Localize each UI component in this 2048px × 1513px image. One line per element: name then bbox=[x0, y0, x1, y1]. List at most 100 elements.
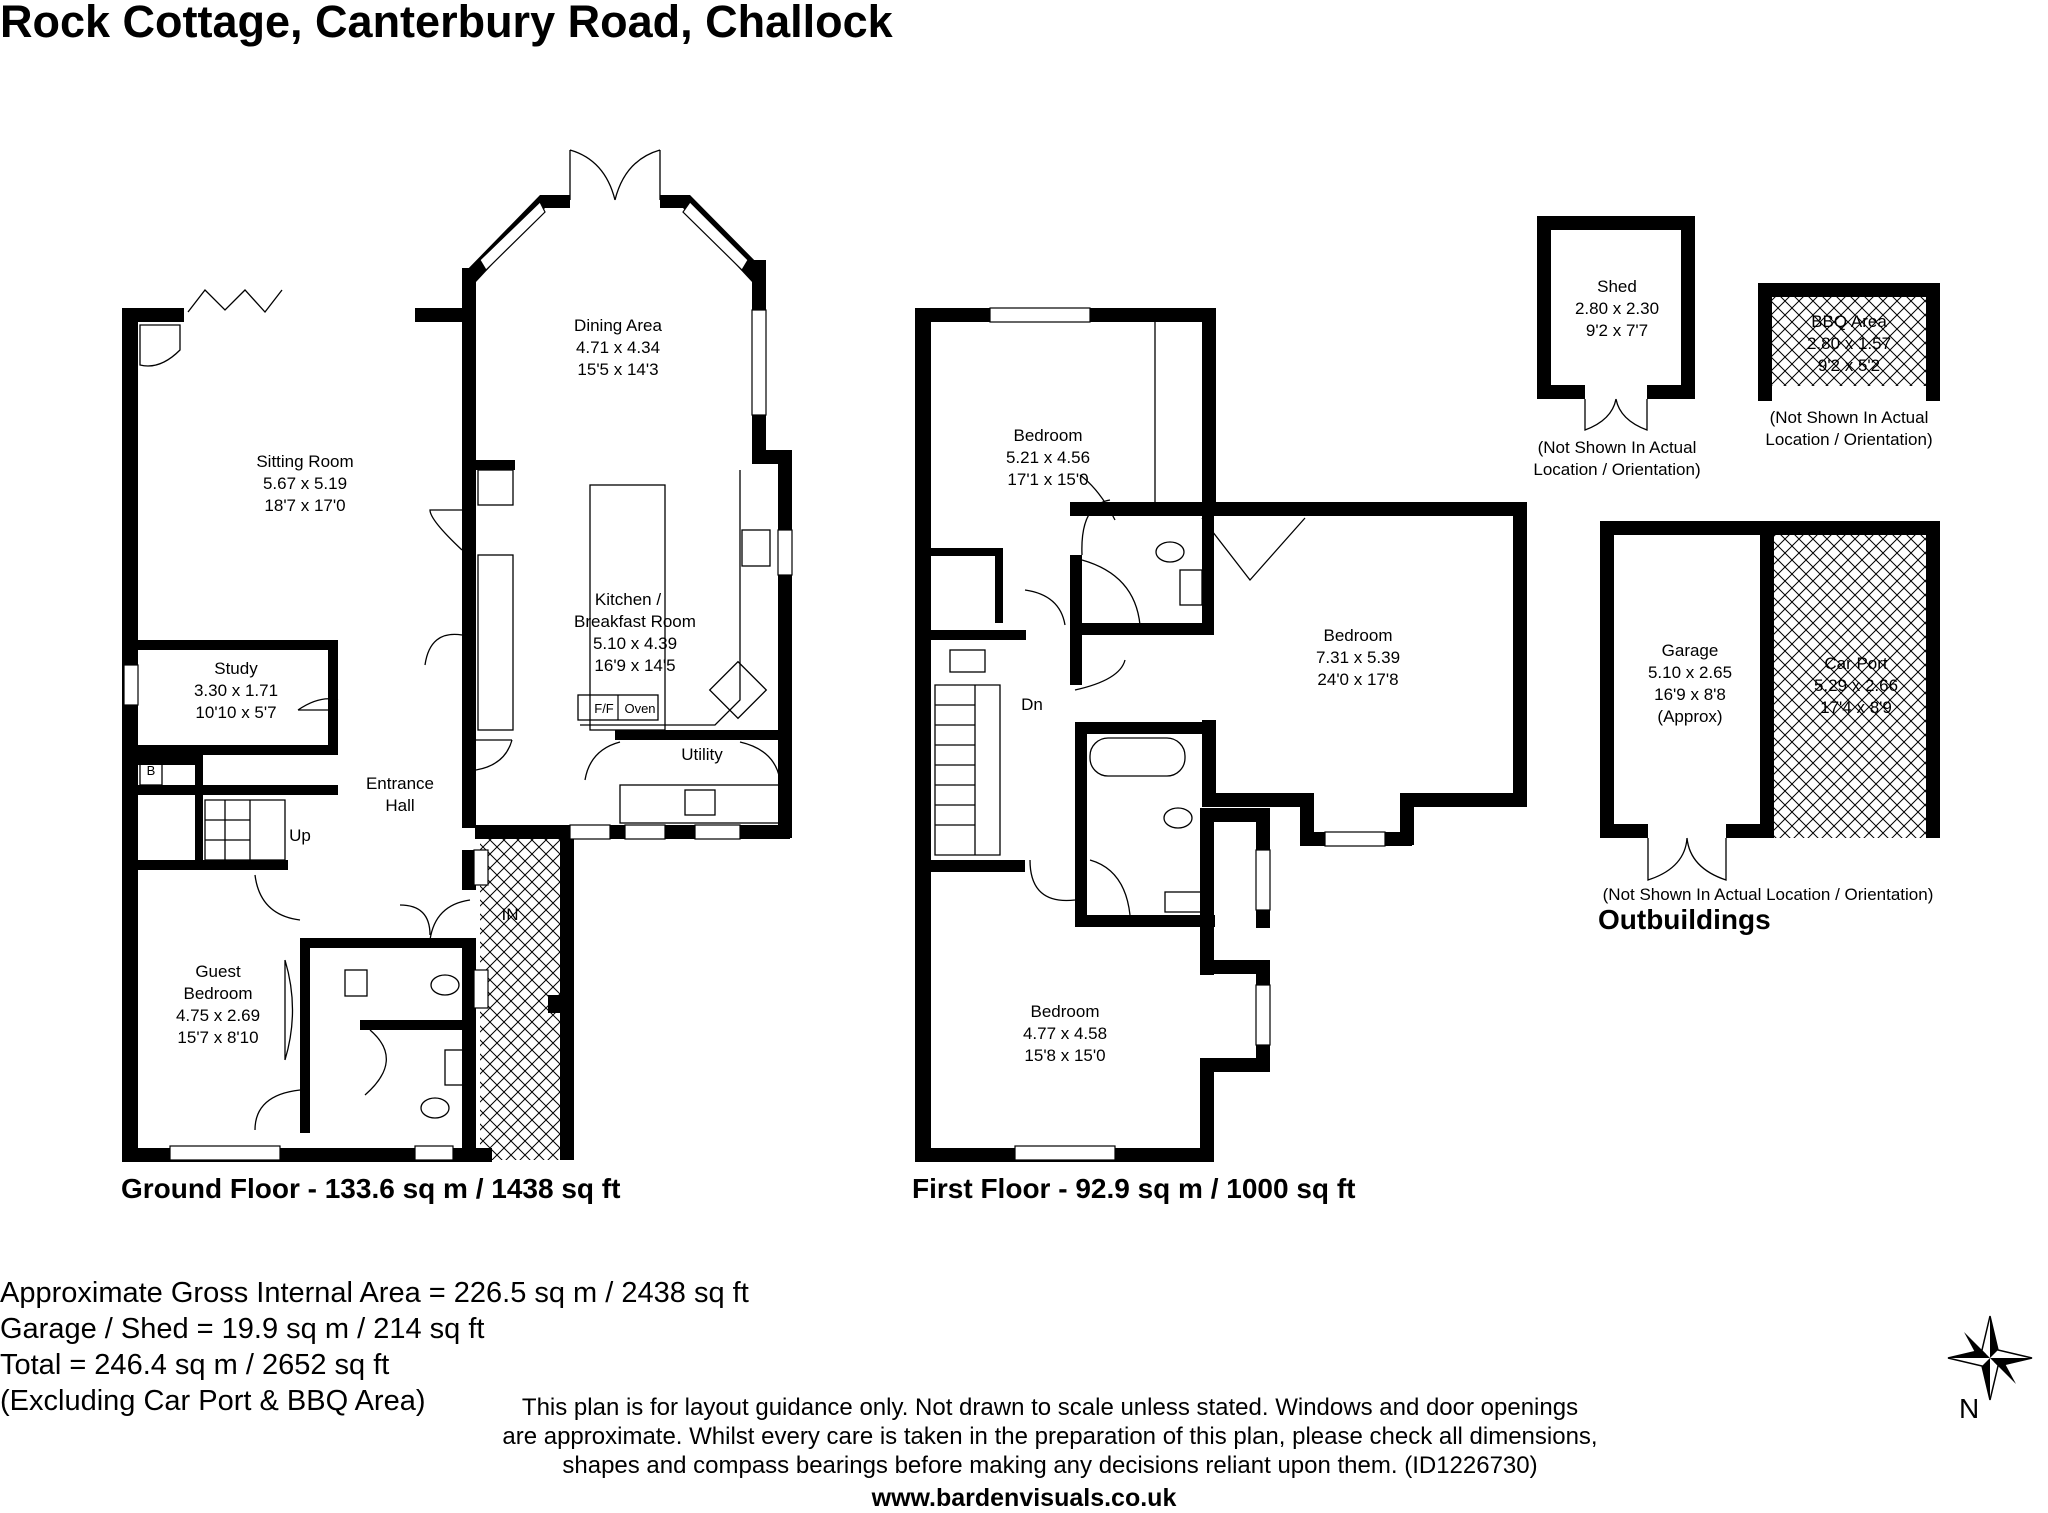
guest-north-wall bbox=[138, 860, 288, 870]
gf-north-wall-a bbox=[122, 308, 184, 322]
oven-label: Oven bbox=[624, 701, 655, 716]
shed-note-2: Location / Orientation) bbox=[1533, 460, 1700, 479]
garage-doors bbox=[1647, 837, 1727, 881]
bbq-metric: 2.80 x 1.57 bbox=[1807, 334, 1891, 353]
ff-west-wall bbox=[915, 308, 931, 1160]
wc-south-wall bbox=[360, 1020, 475, 1030]
hall-door-kitchen bbox=[475, 739, 513, 771]
bedroom-2-metric: 7.31 x 5.39 bbox=[1316, 648, 1400, 667]
ensuite-south-wall bbox=[1070, 623, 1210, 635]
bbq-north-wall bbox=[1758, 283, 1940, 297]
bath-basin-ff bbox=[1164, 891, 1204, 913]
ff-bed2-north-wall bbox=[1202, 502, 1527, 516]
wc-west-wall bbox=[300, 938, 310, 1133]
bay-window-left bbox=[479, 201, 546, 271]
guest-bedroom-name-2: Bedroom bbox=[184, 984, 253, 1003]
entry-post bbox=[548, 995, 560, 1013]
kitchen-metric: 5.10 x 4.39 bbox=[593, 634, 677, 653]
first-floor-plan bbox=[915, 307, 1527, 1162]
dining-area-imperial: 15'5 x 14'3 bbox=[577, 360, 658, 379]
guest-bedroom-imperial: 15'7 x 8'10 bbox=[177, 1028, 258, 1047]
bed3-east-bay-s bbox=[1200, 1058, 1270, 1072]
landing-post bbox=[1070, 635, 1082, 685]
hall-name-1: Entrance bbox=[366, 774, 434, 793]
ff-landing-box bbox=[949, 649, 986, 673]
shed-metric: 2.80 x 2.30 bbox=[1575, 299, 1659, 318]
kitchen-side-units bbox=[477, 554, 514, 731]
bath-east-ext bbox=[1200, 808, 1270, 822]
garage-south-wall-b bbox=[1726, 824, 1774, 838]
up-label: Up bbox=[289, 826, 311, 845]
utility-sink bbox=[684, 789, 716, 816]
bed3-window bbox=[1014, 1145, 1116, 1161]
garage-imperial: 16'9 x 8'8 bbox=[1654, 685, 1726, 704]
bbq-note-1: (Not Shown In Actual bbox=[1770, 408, 1929, 427]
landing-wall bbox=[931, 630, 1026, 640]
compass-north-label: N bbox=[1959, 1393, 1980, 1424]
bed1-cupboard-wall bbox=[931, 548, 1001, 556]
guest-bedroom-metric: 4.75 x 2.69 bbox=[176, 1006, 260, 1025]
compass-icon bbox=[1947, 1315, 2033, 1401]
bay-window-right bbox=[682, 201, 749, 271]
gf-rear-window-3 bbox=[694, 824, 741, 840]
ensuite-toilet bbox=[1155, 541, 1185, 563]
bbq-hatch bbox=[1770, 296, 1935, 386]
website-link[interactable]: www.bardenvisuals.co.uk bbox=[871, 1484, 1177, 1512]
area-summary: Approximate Gross Internal Area = 226.5 … bbox=[0, 1275, 749, 1419]
ff-staircase bbox=[934, 684, 1001, 856]
disclaimer-line-1: This plan is for layout guidance only. N… bbox=[521, 1394, 1579, 1421]
bed3-north-wall bbox=[915, 860, 1025, 872]
carport-north-wall bbox=[1774, 521, 1939, 535]
area-line-gross: Approximate Gross Internal Area = 226.5 … bbox=[0, 1277, 749, 1309]
stair-side-wall bbox=[195, 750, 203, 865]
outbuildings-label: Outbuildings bbox=[1598, 904, 1771, 935]
carport-hatch bbox=[1774, 528, 1939, 838]
ff-bed1-window bbox=[989, 307, 1091, 323]
guest-window bbox=[169, 1145, 281, 1161]
study-south-wall bbox=[138, 745, 338, 755]
bbq-name: BBQ Area bbox=[1811, 312, 1887, 331]
dining-east-window bbox=[751, 309, 767, 416]
kitchen-name-2: Breakfast Room bbox=[574, 612, 696, 631]
bath-window bbox=[414, 1145, 454, 1161]
carport-name: Car Port bbox=[1824, 654, 1888, 673]
study-door bbox=[297, 698, 339, 711]
outbuildings-plan bbox=[1537, 216, 1940, 881]
dining-area-metric: 4.71 x 4.34 bbox=[576, 338, 660, 357]
bedroom-2-imperial: 24'0 x 17'8 bbox=[1317, 670, 1398, 689]
disclaimer-line-2: are approximate. Whilst every care is ta… bbox=[502, 1423, 1598, 1450]
hall-name-2: Hall bbox=[385, 796, 414, 815]
ff-label: F/F bbox=[594, 701, 614, 716]
garage-south-wall-a bbox=[1600, 824, 1648, 838]
kitchen-sink bbox=[741, 529, 771, 567]
ensuite-shower bbox=[1081, 559, 1141, 626]
study-imperial: 10'10 x 5'7 bbox=[195, 703, 276, 722]
wc-window bbox=[473, 969, 489, 1009]
kitchen-name-1: Kitchen / bbox=[595, 590, 661, 609]
sitting-room-door bbox=[429, 509, 463, 551]
bbq-note-2: Location / Orientation) bbox=[1765, 430, 1932, 449]
gf-patio-east-wall bbox=[560, 838, 574, 1160]
sitting-room-metric: 5.67 x 5.19 bbox=[263, 474, 347, 493]
dining-area-name: Dining Area bbox=[574, 316, 662, 335]
hob bbox=[708, 660, 768, 720]
wc-north-wall bbox=[300, 938, 475, 948]
outbuildings-note: (Not Shown In Actual Location / Orientat… bbox=[1603, 885, 1934, 904]
guest-door-2 bbox=[254, 874, 301, 921]
bath-south-wall bbox=[1075, 915, 1215, 927]
bath-east-wall bbox=[1200, 808, 1214, 928]
garage-east-wall bbox=[1760, 521, 1774, 838]
utility-worktop bbox=[619, 784, 781, 824]
in-label: IN bbox=[502, 905, 519, 924]
ensuite-basin bbox=[1179, 569, 1203, 606]
boiler-box bbox=[139, 754, 163, 786]
ff-bed2-south-wall-b bbox=[1202, 793, 1312, 807]
wc-door bbox=[399, 904, 431, 936]
utility-door-2 bbox=[584, 741, 621, 781]
carport-imperial: 17'4 x 8'9 bbox=[1820, 698, 1892, 717]
ff-bed2-south-wall-a bbox=[1400, 793, 1527, 807]
ff-east-wall bbox=[1513, 502, 1527, 807]
study-north-wall bbox=[138, 640, 338, 650]
bath-toilet bbox=[420, 1097, 450, 1119]
